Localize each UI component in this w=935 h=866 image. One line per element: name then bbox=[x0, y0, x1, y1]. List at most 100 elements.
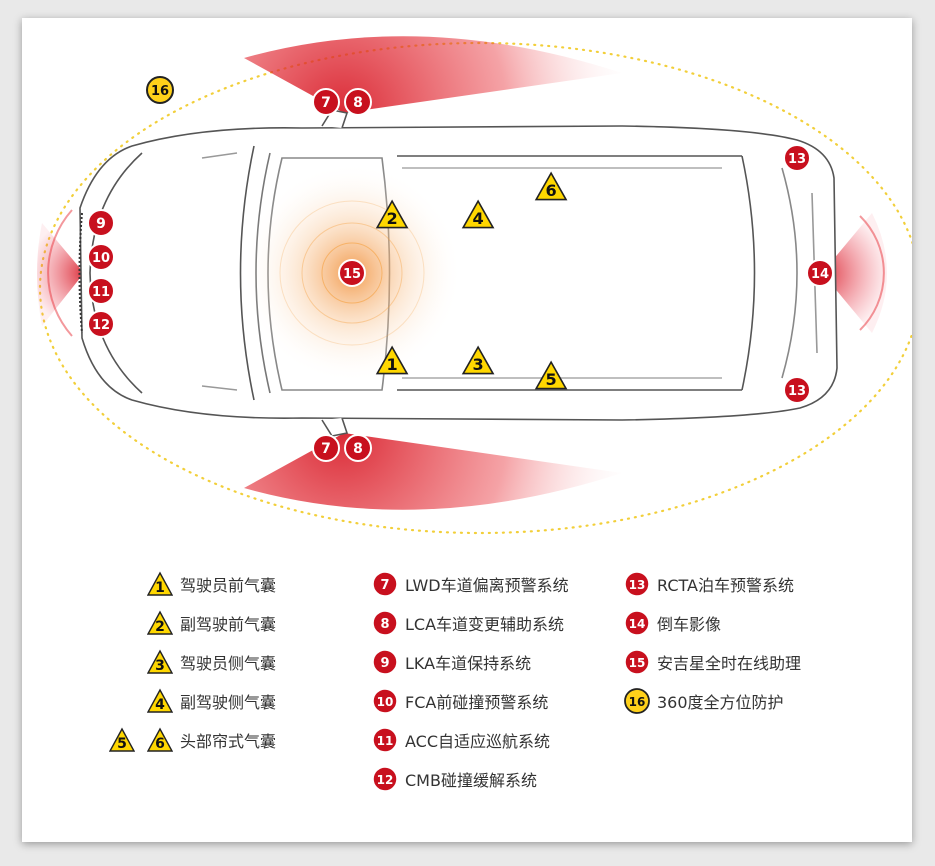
legend-label: 驾驶员侧气囊 bbox=[180, 654, 277, 673]
system-marker-7-top-label: 7 bbox=[321, 95, 331, 111]
airbag-marker-5: 5 bbox=[534, 360, 568, 390]
system-marker-9: 9 bbox=[87, 209, 115, 237]
warning-triangle-icon: 5 bbox=[109, 727, 135, 753]
legend-label: 倒车影像 bbox=[657, 615, 722, 634]
legend-item-lca: 8 LCA车道变更辅助系统 bbox=[372, 609, 564, 637]
legend-label: 头部帘式气囊 bbox=[180, 732, 277, 751]
legend-item-360: 16 360度全方位防护 bbox=[624, 687, 784, 715]
red-badge-icon: 14 bbox=[624, 610, 650, 636]
system-marker-12-label: 12 bbox=[92, 318, 110, 333]
warning-triangle-icon: 1 bbox=[147, 571, 173, 597]
legend-item-acc: 11 ACC自适应巡航系统 bbox=[372, 726, 550, 754]
legend-label: FCA前碰撞预警系统 bbox=[405, 693, 549, 712]
airbag-marker-6: 6 bbox=[534, 171, 568, 201]
svg-text:14: 14 bbox=[629, 617, 646, 631]
system-marker-13-bottom-label: 13 bbox=[788, 384, 806, 399]
legend-item-airbag-5-6: 5 6 头部帘式气囊 bbox=[109, 726, 276, 754]
system-marker-15: 15 bbox=[338, 259, 366, 287]
svg-text:3: 3 bbox=[155, 658, 165, 674]
onstar-ring-2 bbox=[301, 222, 403, 324]
front-sensor-arc bbox=[47, 209, 73, 337]
red-badge-icon: 11 bbox=[372, 727, 398, 753]
svg-text:7: 7 bbox=[380, 578, 389, 593]
legend-item-onstar: 15 安吉星全时在线助理 bbox=[624, 648, 801, 676]
legend-item-airbag-1: 1 驾驶员前气囊 bbox=[147, 570, 276, 598]
airbag-marker-3: 3 bbox=[461, 345, 495, 375]
legend-item-airbag-4: 4 副驾驶侧气囊 bbox=[147, 687, 276, 715]
svg-text:15: 15 bbox=[629, 656, 646, 670]
lane-radar-beam-top bbox=[244, 36, 622, 113]
legend-item-lwd: 7 LWD车道偏离预警系统 bbox=[372, 570, 569, 598]
yellow-badge-icon: 16 bbox=[624, 688, 650, 714]
airbag-marker-6-label: 6 bbox=[545, 181, 556, 200]
system-marker-8-top-label: 8 bbox=[353, 95, 363, 111]
system-marker-12: 12 bbox=[87, 310, 115, 338]
airbag-marker-3-label: 3 bbox=[472, 355, 483, 374]
system-marker-16: 16 bbox=[146, 76, 174, 104]
lane-radar-beam-bottom bbox=[244, 433, 622, 510]
rear-sensor-arc bbox=[859, 215, 885, 331]
system-marker-11-label: 11 bbox=[92, 285, 110, 300]
svg-text:1: 1 bbox=[155, 580, 165, 596]
legend-label: RCTA泊车预警系统 bbox=[657, 576, 794, 595]
system-marker-16-label: 16 bbox=[151, 84, 169, 99]
svg-text:6: 6 bbox=[155, 736, 165, 752]
legend-label: 副驾驶前气囊 bbox=[180, 615, 277, 634]
svg-text:13: 13 bbox=[629, 578, 646, 592]
warning-triangle-icon: 2 bbox=[147, 610, 173, 636]
red-badge-icon: 8 bbox=[372, 610, 398, 636]
legend-item-cmb: 12 CMB碰撞缓解系统 bbox=[372, 765, 537, 793]
system-marker-8-bottom-label: 8 bbox=[353, 441, 363, 457]
red-badge-icon: 12 bbox=[372, 766, 398, 792]
red-badge-icon: 13 bbox=[624, 571, 650, 597]
system-marker-10-label: 10 bbox=[92, 251, 110, 266]
legend-item-lka: 9 LKA车道保持系统 bbox=[372, 648, 531, 676]
system-marker-8-bottom: 8 bbox=[344, 434, 372, 462]
system-marker-13-top: 13 bbox=[783, 144, 811, 172]
system-marker-7-top: 7 bbox=[312, 88, 340, 116]
red-badge-icon: 15 bbox=[624, 649, 650, 675]
svg-text:5: 5 bbox=[117, 736, 127, 752]
system-marker-7-bottom: 7 bbox=[312, 434, 340, 462]
legend-item-fca: 10 FCA前碰撞预警系统 bbox=[372, 687, 548, 715]
red-badge-icon: 10 bbox=[372, 688, 398, 714]
legend-item-rear-camera: 14 倒车影像 bbox=[624, 609, 721, 637]
onstar-ring-3 bbox=[279, 200, 425, 346]
legend-item-airbag-2: 2 副驾驶前气囊 bbox=[147, 609, 276, 637]
system-marker-13-bottom: 13 bbox=[783, 376, 811, 404]
system-marker-14-label: 14 bbox=[811, 267, 829, 282]
front-sensor-glow bbox=[37, 223, 84, 326]
legend-item-rcta: 13 RCTA泊车预警系统 bbox=[624, 570, 794, 598]
airbag-marker-5-label: 5 bbox=[545, 370, 556, 389]
red-badge-icon: 7 bbox=[372, 571, 398, 597]
red-badge-icon: 9 bbox=[372, 649, 398, 675]
legend-label: 360度全方位防护 bbox=[657, 693, 784, 712]
legend-label: 驾驶员前气囊 bbox=[180, 576, 277, 595]
legend-label: CMB碰撞缓解系统 bbox=[405, 771, 537, 790]
svg-text:2: 2 bbox=[155, 619, 165, 635]
onstar-ring-1 bbox=[321, 242, 383, 304]
warning-triangle-icon: 3 bbox=[147, 649, 173, 675]
system-marker-11: 11 bbox=[87, 277, 115, 305]
airbag-marker-4-label: 4 bbox=[472, 209, 483, 228]
diagram-card: 2 4 6 1 3 5 16 7 bbox=[22, 18, 912, 842]
legend-label: LCA车道变更辅助系统 bbox=[405, 615, 565, 634]
system-marker-9-label: 9 bbox=[96, 216, 106, 232]
legend-label: LWD车道偏离预警系统 bbox=[405, 576, 569, 595]
svg-text:4: 4 bbox=[155, 697, 165, 713]
legend-item-airbag-3: 3 驾驶员侧气囊 bbox=[147, 648, 276, 676]
svg-text:11: 11 bbox=[377, 734, 394, 748]
svg-text:16: 16 bbox=[629, 695, 646, 709]
rear-sensor-glow bbox=[822, 213, 887, 333]
svg-text:10: 10 bbox=[377, 695, 394, 709]
svg-text:9: 9 bbox=[380, 656, 389, 671]
system-marker-15-label: 15 bbox=[343, 267, 361, 282]
system-marker-10: 10 bbox=[87, 243, 115, 271]
legend-label: 副驾驶侧气囊 bbox=[180, 693, 277, 712]
airbag-marker-1: 1 bbox=[375, 345, 409, 375]
legend-label: LKA车道保持系统 bbox=[405, 654, 532, 673]
system-marker-8-top: 8 bbox=[344, 88, 372, 116]
legend-label: 安吉星全时在线助理 bbox=[657, 654, 802, 673]
car-safety-diagram: 2 4 6 1 3 5 16 7 bbox=[37, 36, 912, 535]
svg-text:12: 12 bbox=[377, 773, 394, 787]
